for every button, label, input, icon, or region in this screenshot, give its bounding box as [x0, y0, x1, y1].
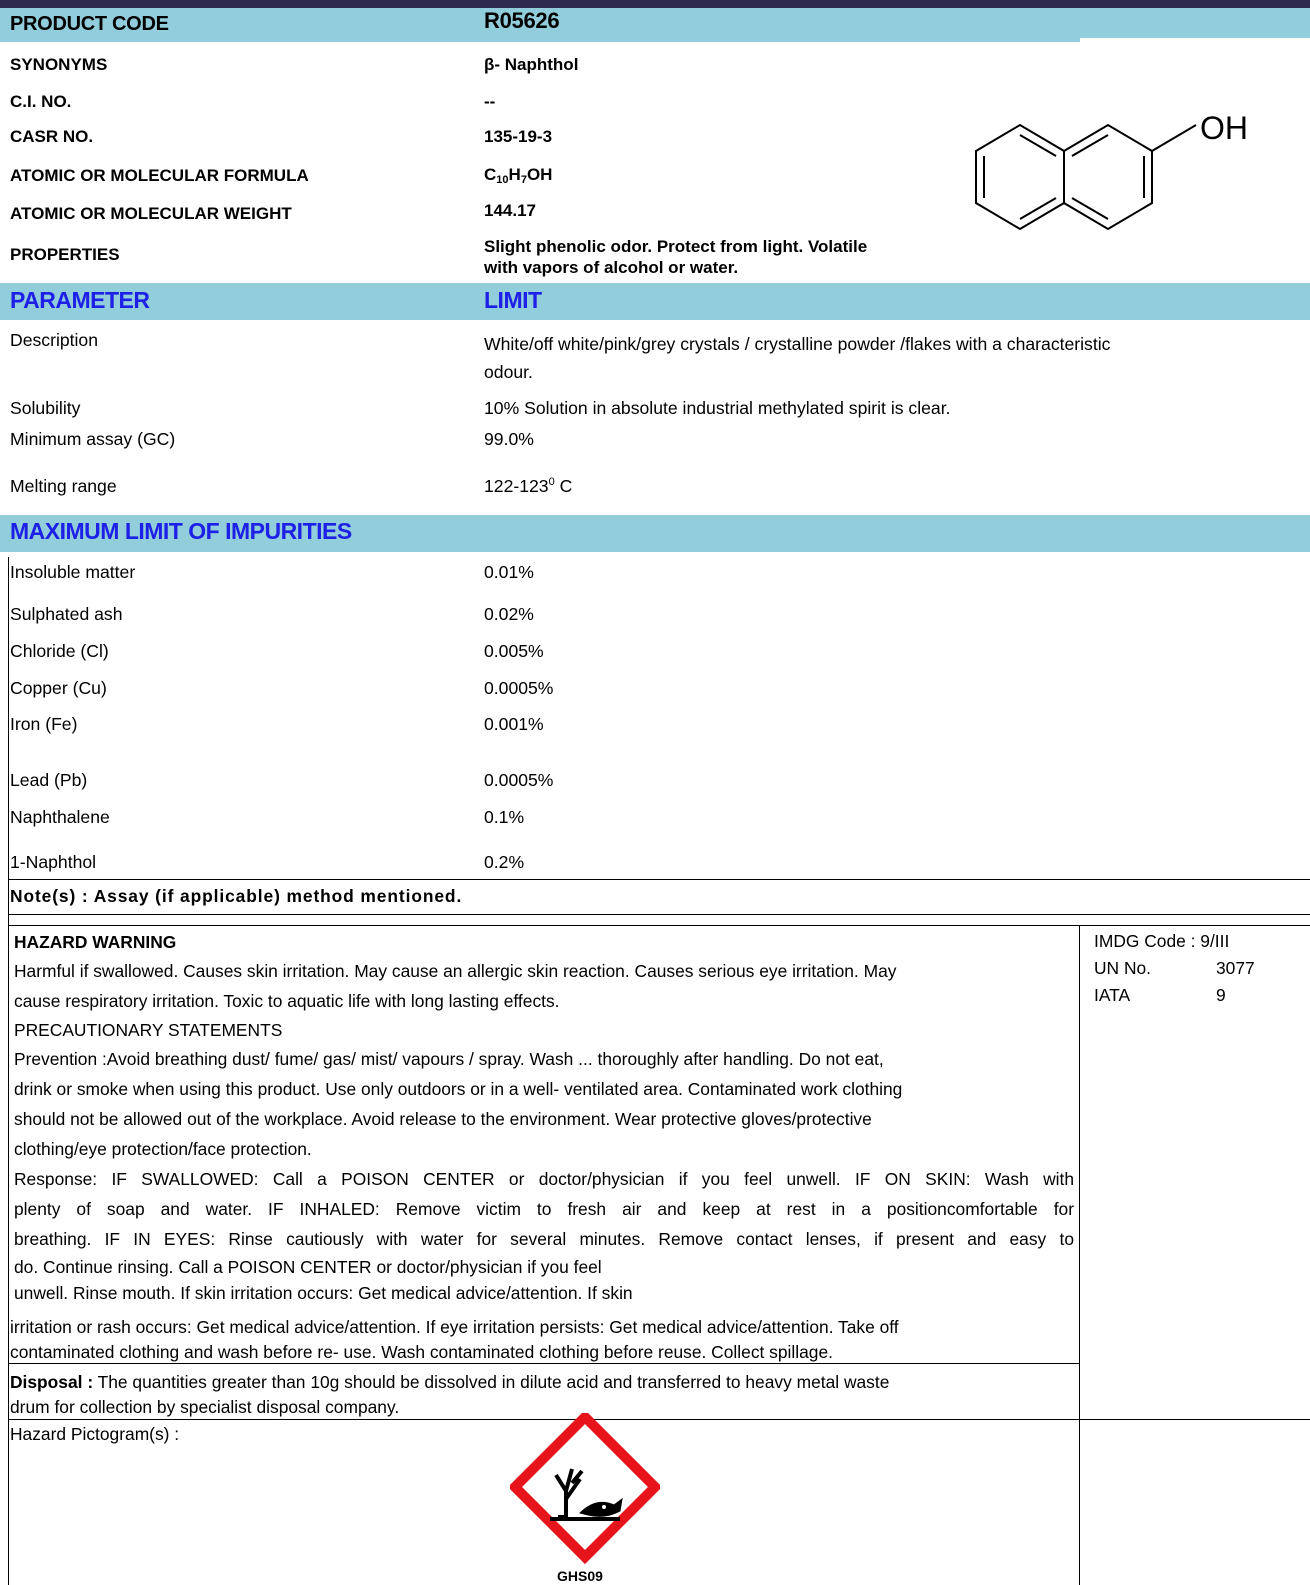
parameter-band: [0, 283, 1310, 320]
formula-label: ATOMIC OR MOLECULAR FORMULA: [10, 166, 309, 185]
impurity-value: 0.1%: [484, 807, 525, 827]
molecular-structure-image: OH: [975, 110, 1248, 231]
properties-value: Slight phenolic odor. Protect from light…: [484, 237, 868, 277]
spec-param-melting: Melting range: [10, 476, 117, 496]
casr-label: CASR NO.: [10, 127, 94, 146]
casr-value: 135-19-3: [484, 127, 553, 146]
impurity-value: 0.02%: [484, 604, 534, 624]
hazard-line: drink or smoke when using this product. …: [14, 1079, 903, 1099]
left-border: [8, 557, 9, 1585]
hazard-line: PRECAUTIONARY STATEMENTS: [14, 1020, 283, 1040]
response-line: unwell. Rinse mouth. If skin irritation …: [14, 1283, 633, 1303]
ci-value: --: [484, 92, 496, 111]
impurity-value: 0.0005%: [484, 678, 554, 698]
product-code-band: [0, 8, 1310, 42]
hazard-title: HAZARD WARNING: [14, 932, 177, 952]
dead-tree-fish-icon: [550, 1468, 623, 1521]
hydroxyl-label: OH: [1200, 110, 1248, 146]
spec-param-description: Description: [10, 330, 99, 350]
pictogram-code: GHS09: [557, 1568, 603, 1584]
top-bar: [0, 0, 1310, 8]
diamond-border-icon: [510, 1413, 660, 1565]
impurity-name: Lead (Pb): [10, 770, 88, 790]
impurity-name: Sulphated ash: [10, 604, 123, 624]
impurity-name: 1-Naphthol: [10, 852, 97, 872]
impurity-name: Copper (Cu): [10, 678, 107, 698]
spec-limit-solubility: 10% Solution in absolute industrial meth…: [484, 398, 951, 418]
product-code-value: R05626: [484, 8, 560, 33]
hazard-column-divider: [1079, 925, 1080, 1585]
impurity-value: 0.0005%: [484, 770, 554, 790]
impurities-heading: MAXIMUM LIMIT OF IMPURITIES: [10, 518, 352, 544]
spec-limit-assay: 99.0%: [484, 429, 534, 449]
response-line: breathing. IF IN EYES: Rinse cautiously …: [14, 1229, 1074, 1249]
properties-label: PROPERTIES: [10, 245, 120, 264]
note-bottom-rule: [8, 914, 1310, 915]
response-line: plenty of soap and water. IF INHALED: Re…: [14, 1199, 1074, 1219]
impurity-value: 0.2%: [484, 852, 525, 872]
spec-limit-melting: 122-1230 C: [484, 476, 573, 496]
hazard-statements: Harmful if swallowed. Causes skin irrita…: [14, 956, 1074, 1306]
ci-label: C.I. NO.: [10, 92, 72, 111]
impurity-name: Insoluble matter: [10, 562, 136, 582]
un-number: UN No.3077: [1094, 958, 1255, 978]
pictogram-label: Hazard Pictogram(s) :: [10, 1424, 180, 1444]
product-code-label: PRODUCT CODE: [10, 13, 169, 35]
synonyms-label: SYNONYMS: [10, 55, 108, 74]
synonyms-value: β- Naphthol: [484, 55, 579, 74]
impurity-name: Iron (Fe): [10, 714, 78, 734]
ghs09-environment-pictogram: GHS09: [510, 1413, 660, 1584]
disposal-bottom-rule: [8, 1419, 1310, 1420]
disposal-top-rule: [8, 1363, 1080, 1364]
hazard-line: Harmful if swallowed. Causes skin irrita…: [14, 961, 897, 981]
hazard-line: Prevention :Avoid breathing dust/ fume/ …: [14, 1049, 884, 1069]
hazard-last-lines: irritation or rash occurs: Get medical a…: [10, 1317, 899, 1362]
disposal-text: Disposal : The quantities greater than 1…: [10, 1372, 890, 1417]
band-gap: [1080, 38, 1310, 42]
spec-limit-description: White/off white/pink/grey crystals / cry…: [484, 334, 1111, 382]
impurity-value: 0.01%: [484, 562, 534, 582]
parameter-heading: PARAMETER: [10, 287, 150, 313]
impurity-name: Naphthalene: [10, 807, 110, 827]
hazard-top-rule: [8, 925, 1310, 926]
weight-label: ATOMIC OR MOLECULAR WEIGHT: [10, 204, 292, 223]
impurity-value: 0.001%: [484, 714, 544, 734]
formula-value: C10H7OH: [484, 165, 553, 186]
hazard-line: cause respiratory irritation. Toxic to a…: [14, 991, 560, 1011]
spec-param-assay: Minimum assay (GC): [10, 429, 176, 449]
limit-heading: LIMIT: [484, 287, 542, 313]
impurities-band: [0, 515, 1310, 552]
spec-param-solubility: Solubility: [10, 398, 81, 418]
note-top-rule: [8, 879, 1310, 880]
impurity-name: Chloride (Cl): [10, 641, 109, 661]
hazard-line: should not be allowed out of the workpla…: [14, 1109, 872, 1129]
response-line: do. Continue rinsing. Call a POISON CENT…: [14, 1257, 602, 1277]
note-text: Note(s) : Assay (if applicable) method m…: [10, 886, 463, 906]
impurity-value: 0.005%: [484, 641, 544, 661]
hazard-line: clothing/eye protection/face protection.: [14, 1139, 312, 1159]
weight-value: 144.17: [484, 201, 536, 220]
imdg-code: IMDG Code : 9/III: [1094, 931, 1230, 951]
response-line: Response: IF SWALLOWED: Call a POISON CE…: [14, 1169, 1074, 1189]
